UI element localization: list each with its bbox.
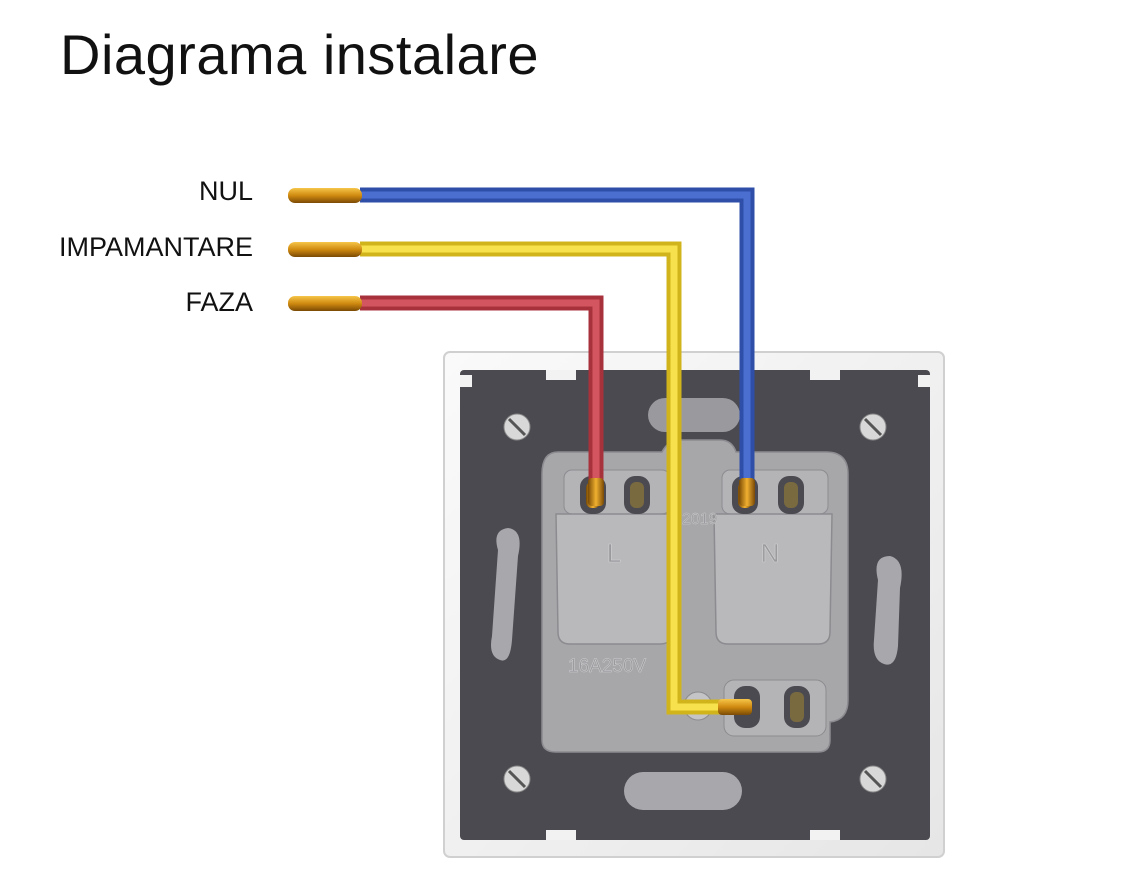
wire-label-faza: FAZA — [185, 287, 253, 317]
right-slot — [873, 556, 902, 665]
screw-top-right — [859, 413, 887, 441]
left-slot — [491, 528, 520, 661]
copper-end-impamantare — [288, 242, 362, 257]
wire-label-impamantare: IMPAMANTARE — [58, 232, 253, 262]
bottom-slot — [624, 772, 742, 810]
top-slot — [648, 398, 740, 432]
terminal-label-l: L — [607, 538, 621, 568]
screw-bottom-right — [859, 765, 887, 793]
copper-end-faza — [288, 296, 362, 311]
year-mark: 2019 — [682, 511, 718, 528]
terminal-label-n: N — [761, 538, 780, 568]
wire-label-nul: NUL — [198, 176, 253, 206]
screw-bottom-left — [503, 765, 531, 793]
page-title: Diagrama instalare — [60, 23, 539, 86]
copper-end-nul — [288, 188, 362, 203]
screw-top-left — [503, 413, 531, 441]
rating-mark: 16A250V — [568, 656, 647, 677]
